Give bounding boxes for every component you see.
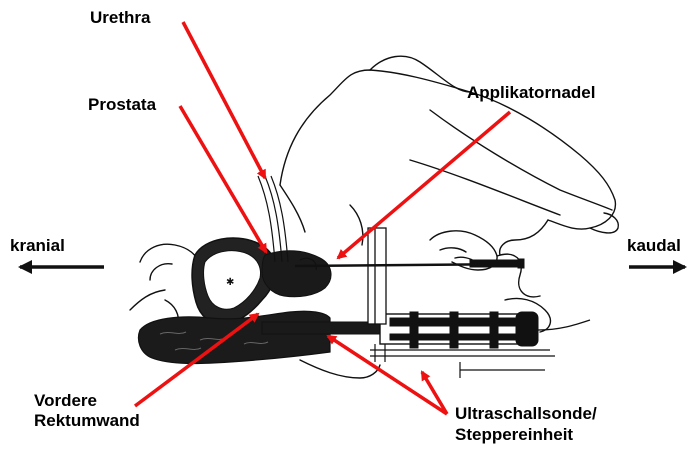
applikatornadel-pointer [338,112,510,258]
prostata-pointer [180,106,266,252]
kranial-label: kranial [10,236,65,256]
stepper-base [370,344,555,378]
steppereinheit-label-line2: Steppereinheit [455,425,573,445]
kaudal-label: kaudal [627,236,681,256]
template-grid [368,228,386,324]
svg-text:✱: ✱ [226,277,234,288]
prostata-label: Prostata [88,95,156,115]
vordere-rektumwand-label-line1: Vordere [34,391,97,411]
urethra-label: Urethra [90,8,150,28]
applikatornadel-label: Applikatornadel [467,83,595,103]
ultraschallsonde-label-line1: Ultraschallsonde/ [455,404,597,424]
rectum [139,311,331,363]
vordere-rektumwand-label-line2: Rektumwand [34,411,140,431]
ultraschall-pointer-1 [328,336,447,414]
bladder: ✱ [192,238,276,324]
urethra-pointer [183,22,265,178]
prostate [262,251,331,297]
applicator-needle [295,259,524,268]
